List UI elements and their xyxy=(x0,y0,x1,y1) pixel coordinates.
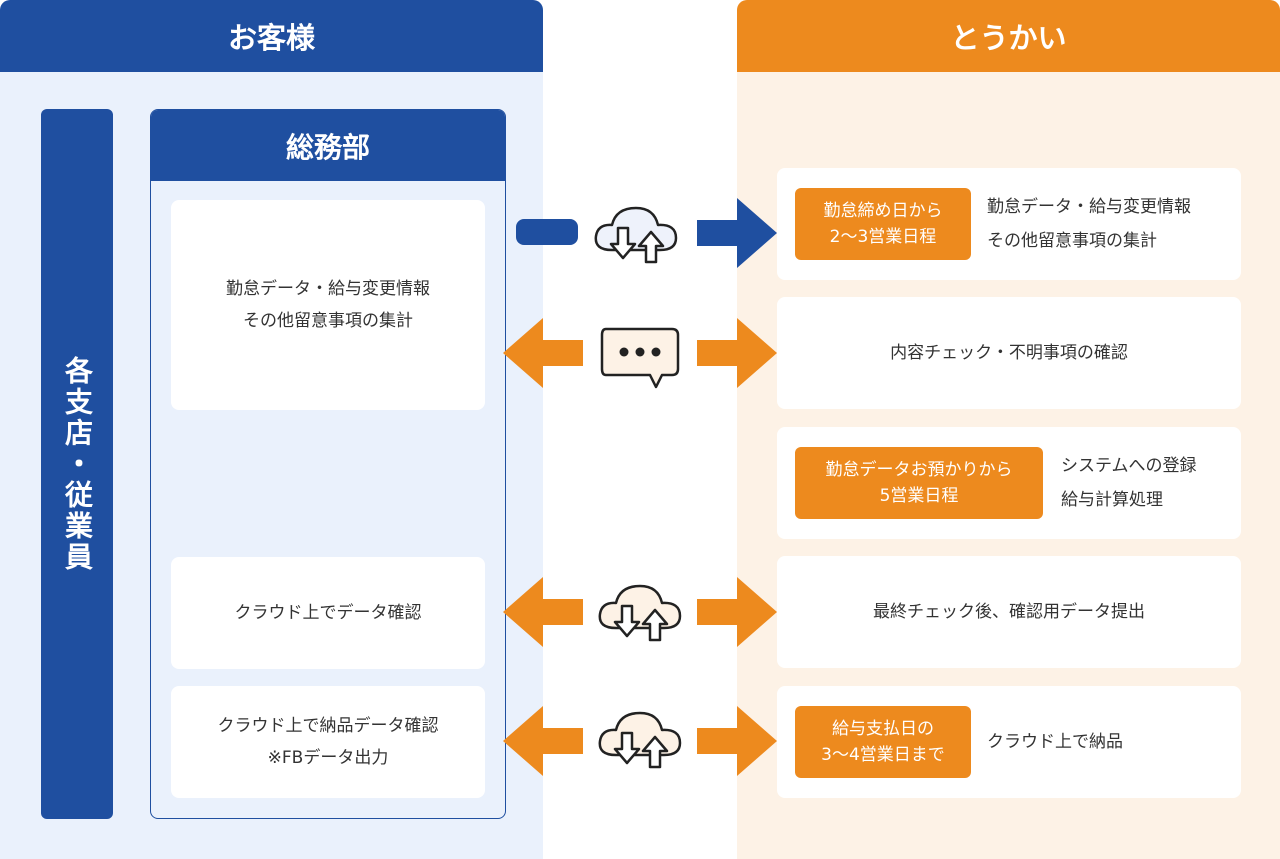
customer-card-aggregate: 勤怠データ・給与変更情報 その他留意事項の集計 xyxy=(171,200,485,410)
customer-panel: お客様 各支店・従業員 総務部 勤怠データ・給与変更情報 その他留意事項の集計 … xyxy=(0,0,543,859)
provider-row-deliver: 給与支払日の 3〜4営業日まで クラウド上で納品 xyxy=(777,686,1241,798)
row-text-line: 勤怠データ・給与変更情報 xyxy=(987,197,1191,217)
dept-header: 総務部 xyxy=(151,110,505,181)
flow-arrow-left xyxy=(503,706,585,776)
card-line: ※FBデータ出力 xyxy=(267,748,389,768)
flow-arrow-left xyxy=(503,577,585,647)
customer-card-cloud-check: クラウド上でデータ確認 xyxy=(171,557,485,669)
badge-line: 5営業日程 xyxy=(879,486,959,506)
card-line: クラウド上でデータ確認 xyxy=(234,603,422,623)
badge-line: 勤怠締め日から xyxy=(823,201,943,221)
flow-arrow-left xyxy=(503,318,585,388)
row-text-line: クラウド上で納品 xyxy=(987,732,1123,752)
flow-arrow-right xyxy=(697,577,779,647)
row-text-line: その他留意事項の集計 xyxy=(987,231,1157,251)
row-text: クラウド上で納品 xyxy=(987,725,1123,759)
deadline-badge: 給与支払日の 3〜4営業日まで xyxy=(795,706,971,778)
cloud-sync-icon xyxy=(594,578,686,646)
flow-arrow-right xyxy=(697,318,779,388)
row-text: システムへの登録 給与計算処理 xyxy=(1061,449,1197,517)
card-line: その他留意事項の集計 xyxy=(243,311,413,331)
branch-employees-bar: 各支店・従業員 xyxy=(41,109,113,819)
provider-header: とうかい xyxy=(737,0,1280,72)
badge-line: 勤怠データお預かりから xyxy=(825,460,1013,480)
badge-line: 2〜3営業日程 xyxy=(829,227,937,247)
cloud-sync-icon xyxy=(590,200,682,268)
general-affairs-box: 総務部 勤怠データ・給与変更情報 その他留意事項の集計 クラウド上でデータ確認 … xyxy=(150,109,506,819)
chat-bubble-icon xyxy=(600,325,680,391)
provider-panel: とうかい 勤怠締め日から 2〜3営業日程 勤怠データ・給与変更情報 その他留意事… xyxy=(737,0,1280,859)
row-text-line: 給与計算処理 xyxy=(1061,490,1163,510)
row-text: 内容チェック・不明事項の確認 xyxy=(890,343,1128,363)
customer-card-delivery-check: クラウド上で納品データ確認 ※FBデータ出力 xyxy=(171,686,485,798)
row-text-line: システムへの登録 xyxy=(1061,456,1197,476)
flow-arrow-right xyxy=(697,706,779,776)
customer-header: お客様 xyxy=(0,0,543,72)
deadline-badge: 勤怠締め日から 2〜3営業日程 xyxy=(795,188,971,260)
deadline-badge: 勤怠データお預かりから 5営業日程 xyxy=(795,447,1043,519)
flow-tail-bar xyxy=(516,219,578,245)
provider-row-receive: 勤怠締め日から 2〜3営業日程 勤怠データ・給与変更情報 その他留意事項の集計 xyxy=(777,168,1241,280)
badge-line: 給与支払日の xyxy=(832,719,934,739)
row-text: 最終チェック後、確認用データ提出 xyxy=(873,602,1145,622)
provider-row-calc: 勤怠データお預かりから 5営業日程 システムへの登録 給与計算処理 xyxy=(777,427,1241,539)
card-line: クラウド上で納品データ確認 xyxy=(217,716,439,736)
flow-arrow-right xyxy=(697,198,779,268)
badge-line: 3〜4営業日まで xyxy=(821,745,945,765)
row-text: 勤怠データ・給与変更情報 その他留意事項の集計 xyxy=(987,190,1191,258)
cloud-sync-icon xyxy=(594,705,686,773)
card-line: 勤怠データ・給与変更情報 xyxy=(226,279,430,299)
provider-row-check: 内容チェック・不明事項の確認 xyxy=(777,297,1241,409)
provider-row-submit: 最終チェック後、確認用データ提出 xyxy=(777,556,1241,668)
